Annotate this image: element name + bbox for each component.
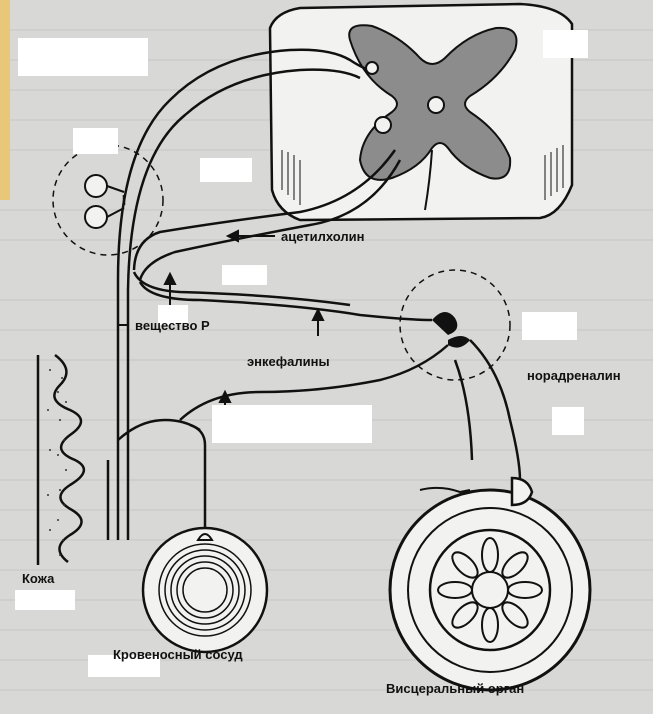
blank-box-3 bbox=[73, 128, 118, 154]
blank-box-9 bbox=[552, 407, 584, 435]
blank-box-10 bbox=[15, 590, 75, 610]
blank-box-4 bbox=[200, 158, 252, 182]
label-blood-vessel: Кровеносный сосуд bbox=[113, 647, 243, 662]
blank-box-8 bbox=[212, 405, 372, 443]
blank-box-2 bbox=[543, 30, 588, 58]
label-visceral-organ: Висцеральный орган bbox=[386, 681, 524, 696]
left-color-strip bbox=[0, 0, 10, 200]
blank-box-1 bbox=[18, 38, 148, 76]
label-skin: Кожа bbox=[22, 571, 54, 586]
blank-box-7 bbox=[522, 312, 577, 340]
label-substance-p: вещество Р bbox=[135, 318, 210, 333]
skin bbox=[38, 355, 84, 565]
label-enkephalins: энкефалины bbox=[247, 354, 330, 369]
spinal-cord bbox=[270, 4, 572, 220]
blank-box-5 bbox=[222, 265, 267, 285]
label-acetylcholine: ацетилхолин bbox=[281, 229, 365, 244]
label-noradrenaline: норадреналин bbox=[527, 368, 621, 383]
blood-vessel bbox=[143, 425, 267, 652]
